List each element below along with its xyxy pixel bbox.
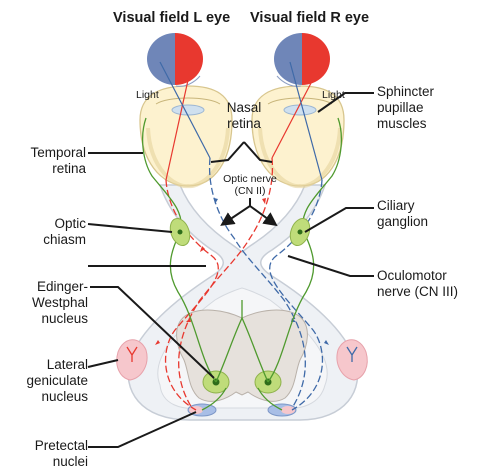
label-light-left: Light (136, 89, 159, 101)
title-visual-field-left: Visual field L eye (113, 10, 230, 26)
label-optic-chiasm: Optic chiasm (10, 216, 86, 248)
label-ciliary-ganglion: Ciliary ganglion (377, 198, 428, 230)
visual-field-left-icon (147, 33, 203, 86)
label-sphincter-pupillae: Sphincter pupillae muscles (377, 84, 434, 132)
label-lateral-geniculate: Lateral geniculate nucleus (4, 357, 88, 405)
label-nasal-retina: Nasal retina (218, 100, 270, 132)
label-edinger-westphal: Edinger- Westphal nucleus (4, 279, 88, 327)
label-light-right: Light (322, 89, 345, 101)
label-optic-nerve: Optic nerve (CN II) (205, 173, 295, 197)
label-pretectal: Pretectal nuclei (4, 438, 88, 470)
visual-field-right-icon (274, 33, 330, 86)
label-temporal-retina: Temporal retina (10, 145, 86, 177)
label-oculomotor-nerve: Oculomotor nerve (CN III) (377, 268, 458, 300)
brainstem (177, 310, 308, 401)
title-visual-field-right: Visual field R eye (250, 10, 369, 26)
